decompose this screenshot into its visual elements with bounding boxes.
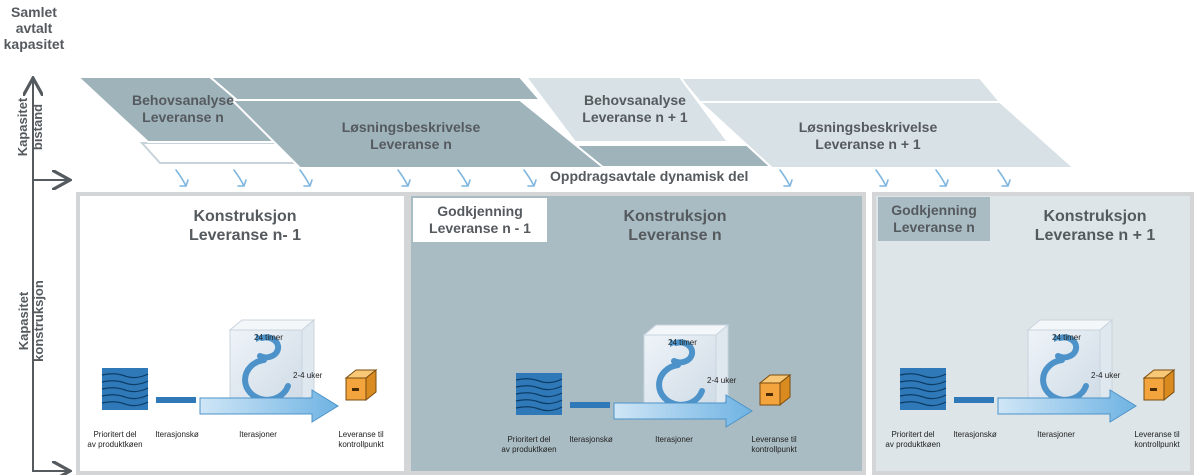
flow-arrow <box>523 169 537 187</box>
losning-n1-label: Løsningsbeskrivelse Leveranse n + 1 <box>798 119 938 152</box>
queue-label: Iterasjonskø <box>569 435 613 444</box>
weeks-label: 2-4 uker <box>707 376 737 385</box>
weeks-label: 2-4 uker <box>293 371 323 380</box>
behov-n1-label: Behovsanalyse Leveranse n + 1 <box>582 92 688 125</box>
losning-n1-shape <box>697 101 1077 169</box>
total-capacity-label: Samlet avtalt kapasitet <box>3 4 65 52</box>
phase-title-n-minus-1: Konstruksjon Leveranse n- 1 <box>188 208 302 244</box>
phase-title-n: Konstruksjon Leveranse n <box>623 208 727 244</box>
flow-arrow <box>299 169 313 187</box>
dynamic-part-label: Oppdragsavtale dynamisk del <box>550 168 749 184</box>
behov-n1-shape <box>523 76 730 143</box>
flow-arrow <box>397 169 411 187</box>
approval-n-minus-1: Godkjenning Leveranse n - 1 <box>413 198 547 242</box>
flow-arrow <box>935 169 949 187</box>
hours-label: 24 timer <box>1052 333 1081 342</box>
backlog-label: Prioritert del av produktkøen <box>87 430 143 449</box>
losning-n-label: Løsningsbeskrivelse Leveranse n <box>341 119 481 152</box>
flow-arrow <box>875 169 889 187</box>
losning-n-shape <box>229 99 607 169</box>
hours-label: 24 timer <box>254 333 283 342</box>
delivery-label: Leveranse til kontrollpunkt <box>338 430 384 449</box>
iterations-label: Iterasjoner <box>1037 430 1075 439</box>
backlog-label: Prioritert del av produktkøen <box>501 435 557 454</box>
flow-arrow <box>779 169 793 187</box>
flow-arrow <box>233 169 247 187</box>
queue-label: Iterasjonskø <box>155 430 199 439</box>
backlog-label: Prioritert del av produktkøen <box>885 430 941 449</box>
approval-n: Godkjenning Leveranse n <box>878 197 990 241</box>
delivery-label: Leveranse til kontrollpunkt <box>751 435 797 454</box>
behov-n-label: Behovsanalyse Leveranse n <box>132 92 234 125</box>
iterations-label: Iterasjoner <box>655 435 693 444</box>
queue-label: Iterasjonskø <box>953 430 997 439</box>
weeks-label: 2-4 uker <box>1091 371 1121 380</box>
iterations-label: Iterasjoner <box>239 430 277 439</box>
flow-arrow <box>997 169 1011 187</box>
flow-arrow <box>175 169 189 187</box>
hours-label: 24 timer <box>668 338 697 347</box>
flow-arrow <box>457 169 471 187</box>
delivery-label: Leveranse til kontrollpunkt <box>1134 430 1180 449</box>
phase-title-n-plus-1: Konstruksjon Leveranse n + 1 <box>1034 208 1156 244</box>
